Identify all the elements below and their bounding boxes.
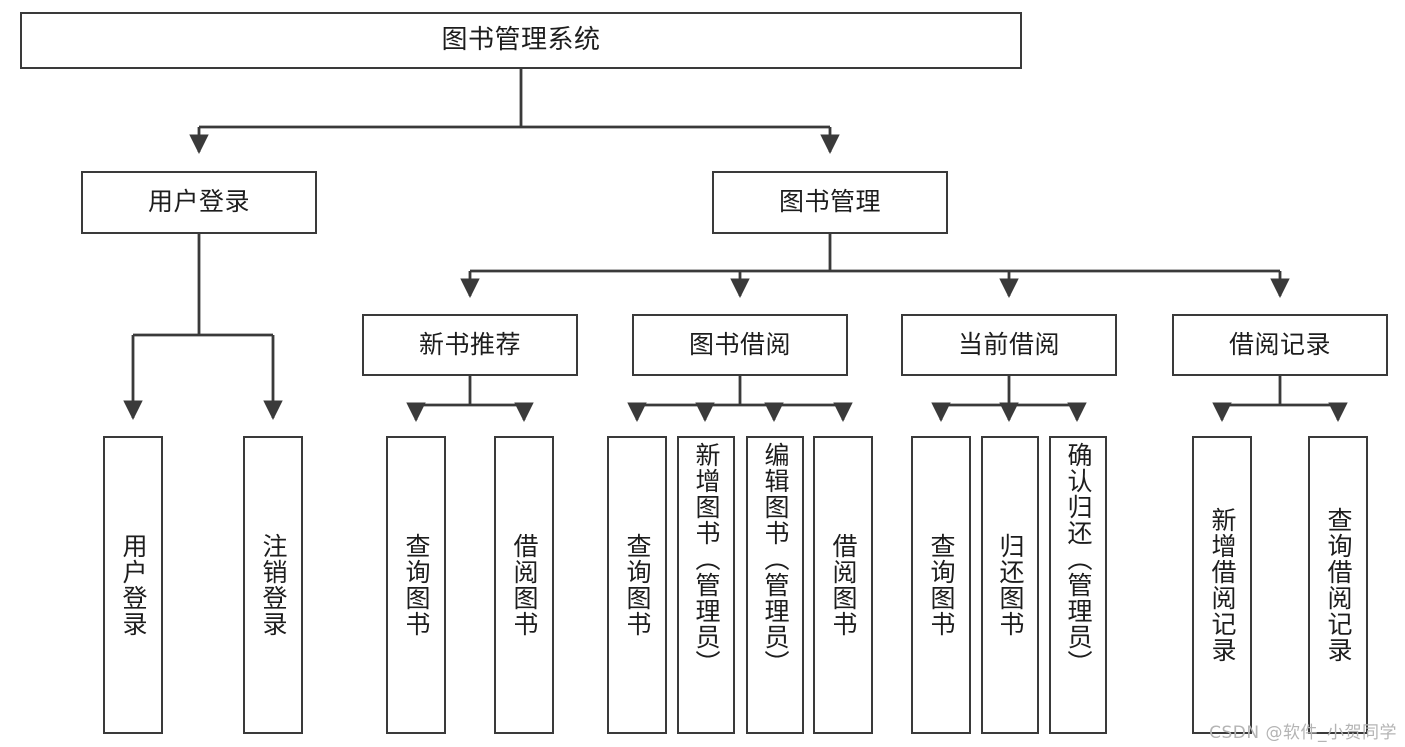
node-book-borrow[interactable]: 图书借阅 <box>632 314 848 376</box>
leaf-user-login-logout[interactable]: 注销登录 <box>243 436 303 734</box>
node-label: 当前借阅 <box>957 329 1060 359</box>
node-user-login[interactable]: 用户登录 <box>81 171 317 234</box>
node-label: 查询借阅记录 <box>1324 507 1353 663</box>
node-label: 查询图书 <box>623 533 652 637</box>
node-book-management[interactable]: 图书管理 <box>712 171 948 234</box>
node-label: 图书借阅 <box>688 329 791 359</box>
node-root-system[interactable]: 图书管理系统 <box>20 12 1022 69</box>
node-label: 查询图书 <box>927 533 956 637</box>
leaf-record-add-record[interactable]: 新增借阅记录 <box>1192 436 1252 734</box>
node-label: 查询图书 <box>402 533 431 637</box>
leaf-borrow-query-book[interactable]: 查询图书 <box>607 436 667 734</box>
node-label: 新增图书（管理员） <box>692 442 721 676</box>
node-label: 图书管理 <box>778 187 881 217</box>
leaf-current-confirm-return-admin[interactable]: 确认归还（管理员） <box>1049 436 1107 734</box>
node-label: 注销登录 <box>259 533 288 637</box>
node-label: 图书管理系统 <box>441 24 601 55</box>
node-label: 新书推荐 <box>418 329 521 359</box>
node-label: 借阅图书 <box>829 533 858 637</box>
leaf-current-query-book[interactable]: 查询图书 <box>911 436 971 734</box>
node-label: 借阅图书 <box>510 533 539 637</box>
node-current-borrow[interactable]: 当前借阅 <box>901 314 1117 376</box>
node-label: 编辑图书（管理员） <box>761 442 790 676</box>
node-label: 借阅记录 <box>1228 329 1331 359</box>
leaf-borrow-add-book-admin[interactable]: 新增图书（管理员） <box>677 436 735 734</box>
leaf-borrow-borrow-book[interactable]: 借阅图书 <box>813 436 873 734</box>
leaf-user-login-login[interactable]: 用户登录 <box>103 436 163 734</box>
node-label: 新增借阅记录 <box>1208 507 1237 663</box>
leaf-recommend-borrow-book[interactable]: 借阅图书 <box>494 436 554 734</box>
leaf-recommend-query-book[interactable]: 查询图书 <box>386 436 446 734</box>
node-new-book-recommend[interactable]: 新书推荐 <box>362 314 578 376</box>
node-label: 确认归还（管理员） <box>1064 442 1093 676</box>
leaf-current-return-book[interactable]: 归还图书 <box>981 436 1039 734</box>
node-label: 归还图书 <box>996 533 1025 637</box>
node-label: 用户登录 <box>119 533 148 637</box>
node-borrow-record[interactable]: 借阅记录 <box>1172 314 1388 376</box>
leaf-record-query-record[interactable]: 查询借阅记录 <box>1308 436 1368 734</box>
leaf-borrow-edit-book-admin[interactable]: 编辑图书（管理员） <box>746 436 804 734</box>
csdn-watermark: CSDN @软件_小贺同学 <box>1209 723 1397 743</box>
node-label: 用户登录 <box>147 187 250 217</box>
